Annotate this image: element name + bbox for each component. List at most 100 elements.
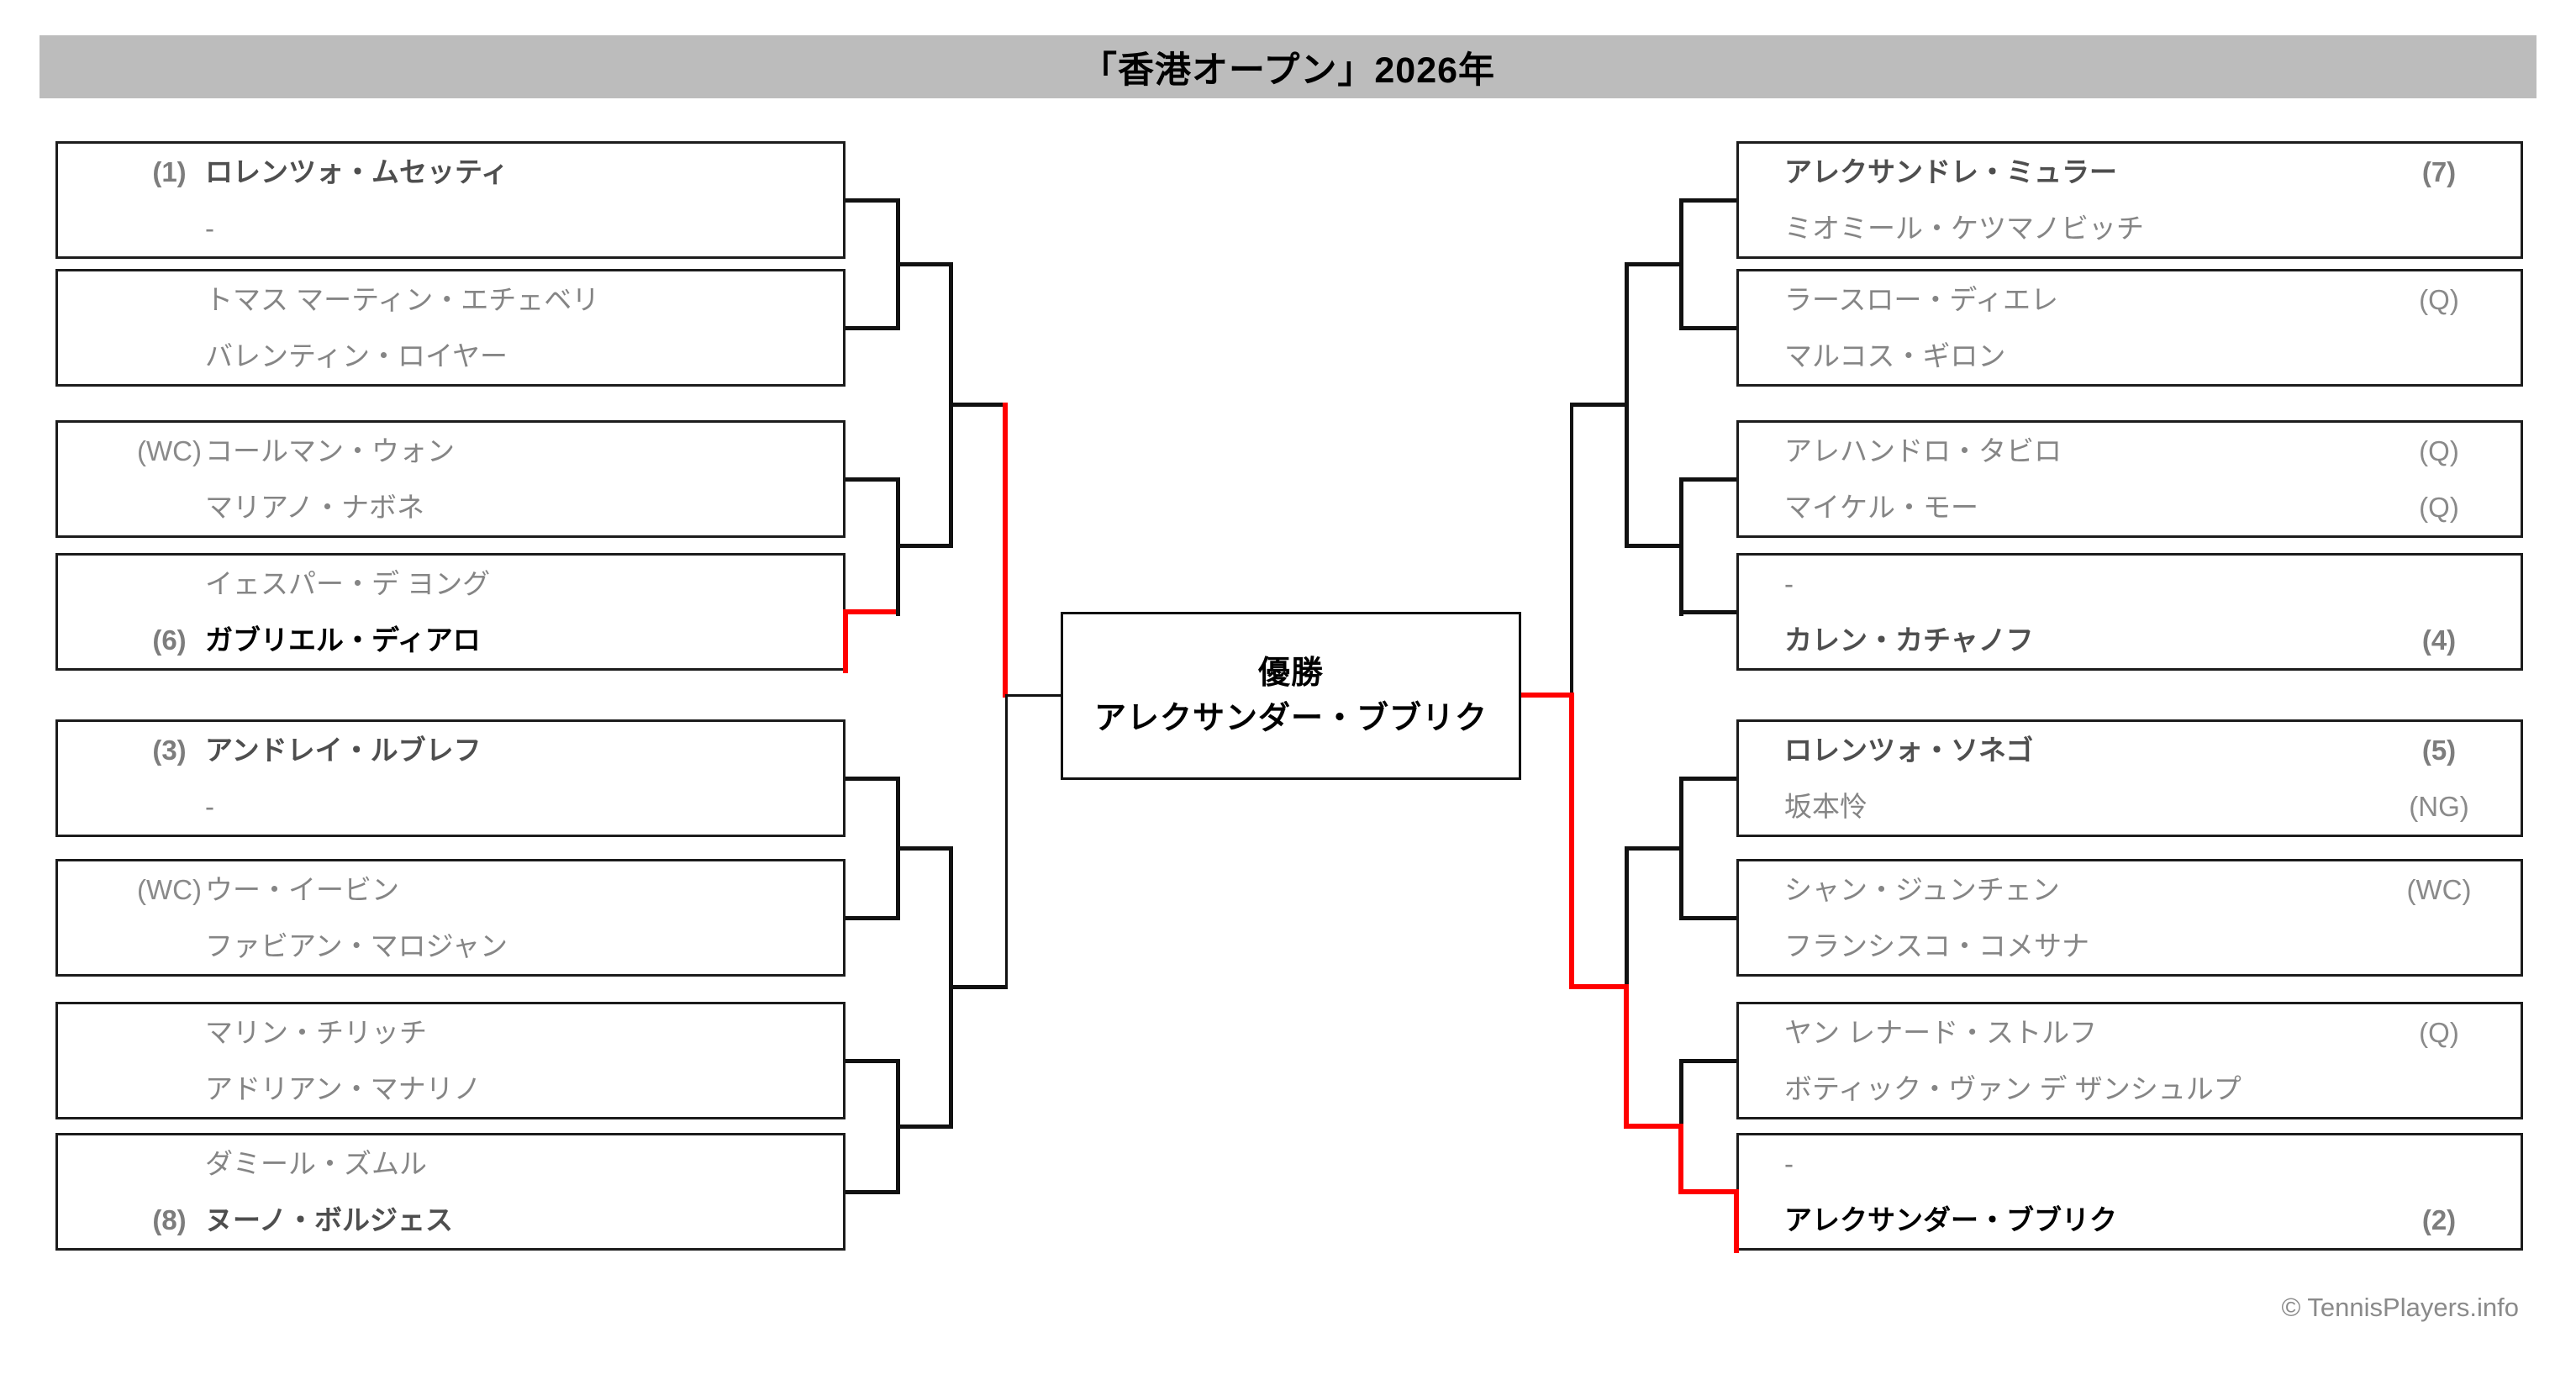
player-seed: (Q): [2419, 284, 2459, 315]
player-row: 坂本怜 (NG): [1739, 778, 2521, 835]
player-name: ヤン レナード・ストルフ: [1784, 1017, 2098, 1048]
player-name: ボティック・ヴァン デ ザンシュルプ: [1784, 1073, 2241, 1104]
player-row: シャン・ジュンチェン (WC): [1739, 861, 2521, 918]
player-row: アレハンドロ・タビロ(Q): [1739, 423, 2521, 479]
player-name: コールマン・ウォン: [205, 435, 455, 466]
bracket-line: [845, 916, 898, 920]
player-name: アレクサンドレ・ミュラー: [1784, 156, 2117, 187]
winner-path-line: [1624, 1124, 1683, 1129]
player-row: カレン・カチャノフ(4): [1739, 612, 2521, 668]
player-name: シャン・ジュンチェン: [1784, 874, 2060, 905]
winner-path-line: [1003, 403, 1008, 698]
player-name: アレクサンダー・ブブリク: [1784, 1204, 2117, 1235]
bracket-line: [1679, 198, 1736, 203]
match-box-left-8: ダミール・ズムル (8)ヌーノ・ボルジェス: [55, 1133, 845, 1251]
player-name: ラースロー・ディエレ: [1784, 284, 2059, 315]
bracket-line: [1625, 846, 1629, 991]
copyright: © TennisPlayers.info: [2281, 1293, 2519, 1322]
bracket-line: [951, 985, 1005, 989]
player-name: -: [205, 791, 214, 822]
player-name: マルコス・ギロン: [1784, 340, 2006, 371]
match-box-right-8: - アレクサンダー・ブブリク (2): [1736, 1133, 2523, 1251]
player-row: -: [1739, 556, 2521, 612]
player-row: マリアノ・ナボネ: [58, 479, 843, 535]
player-row: -: [58, 200, 843, 256]
title-band: 「香港オープン」2026年: [40, 35, 2536, 98]
bracket-line: [1626, 544, 1683, 548]
player-row: (6)ガブリエル・ディアロ: [58, 612, 843, 668]
player-row: イェスパー・デ ヨング: [58, 556, 843, 612]
player-name: マリアノ・ナボネ: [205, 492, 425, 523]
match-box-right-4: - カレン・カチャノフ(4): [1736, 553, 2523, 671]
player-row: バレンティン・ロイヤー: [58, 328, 843, 384]
player-seed: (Q): [2419, 435, 2459, 466]
player-seed: (Q): [2419, 492, 2459, 523]
player-name: マイケル・モー: [1784, 492, 1978, 523]
bracket-line: [898, 846, 951, 851]
player-name: バレンティン・ロイヤー: [205, 340, 508, 371]
player-name: -: [1784, 1148, 1794, 1179]
match-box-right-2: ラースロー・ディエレ (Q) マルコス・ギロン: [1736, 269, 2523, 387]
bracket-line: [1626, 262, 1683, 266]
player-row: ヤン レナード・ストルフ (Q): [1739, 1004, 2521, 1061]
match-box-left-2: トマス マーティン・エチェベリバレンティン・ロイヤー: [55, 269, 845, 387]
match-box-right-3: アレハンドロ・タビロ(Q) マイケル・モー (Q): [1736, 420, 2523, 538]
bracket-line: [1679, 916, 1736, 920]
bracket-line: [898, 544, 951, 548]
player-seed: (4): [2421, 624, 2457, 656]
bracket-line: [1679, 1059, 1683, 1130]
player-row: トマス マーティン・エチェベリ: [58, 271, 843, 328]
winner-path-line: [1569, 693, 1574, 989]
player-name: ファビアン・マロジャン: [205, 930, 508, 961]
player-name: トマス マーティン・エチェベリ: [205, 284, 600, 315]
bracket-line: [1679, 777, 1736, 781]
player-name: 坂本怜: [1784, 791, 1867, 822]
player-row: アレクサンダー・ブブリク (2): [1739, 1192, 2521, 1248]
player-row: (3)アンドレイ・ルブレフ: [58, 722, 843, 778]
player-name: イェスパー・デ ヨング: [205, 568, 491, 599]
player-row: (WC)コールマン・ウォン: [58, 423, 843, 479]
player-row: ロレンツォ・ソネゴ(5): [1739, 722, 2521, 778]
winner-path-line: [845, 609, 898, 614]
player-seed: (7): [2421, 156, 2457, 187]
bracket-line: [1005, 694, 1061, 697]
winner-path-line: [1734, 1189, 1739, 1253]
player-name: -: [1784, 568, 1794, 599]
player-seed: (Q): [2419, 1017, 2459, 1048]
champion-box: 優勝 アレクサンダー・ブブリク: [1061, 612, 1521, 780]
player-name: ミオミール・ケツマノビッチ: [1784, 213, 2145, 244]
match-box-left-7: マリン・チリッチアドリアン・マナリノ: [55, 1002, 845, 1119]
bracket-line: [1570, 403, 1573, 698]
winner-path-line: [1569, 984, 1629, 989]
player-row: ラースロー・ディエレ (Q): [1739, 271, 2521, 328]
player-row: (8)ヌーノ・ボルジェス: [58, 1192, 843, 1248]
player-seed: (WC): [137, 435, 202, 466]
tournament-title: 「香港オープン」2026年: [1080, 50, 1496, 91]
match-box-right-6: シャン・ジュンチェン (WC) フランシスコ・コメサナ: [1736, 859, 2523, 977]
player-name: ロレンツォ・ムセッティ: [205, 156, 509, 187]
player-name: ダミール・ズムル: [205, 1148, 427, 1179]
match-box-left-6: (WC)ウー・イービンファビアン・マロジャン: [55, 859, 845, 977]
winner-path-line: [843, 609, 848, 673]
player-row: ファビアン・マロジャン: [58, 918, 843, 974]
player-name: フランシスコ・コメサナ: [1784, 930, 2089, 961]
player-seed: (WC): [2406, 874, 2472, 905]
match-box-left-5: (3)アンドレイ・ルブレフ -: [55, 719, 845, 837]
match-box-left-4: イェスパー・デ ヨング (6)ガブリエル・ディアロ: [55, 553, 845, 671]
bracket-line: [845, 1190, 898, 1194]
winner-path-line: [1678, 1125, 1683, 1194]
player-name: ウー・イービン: [205, 874, 399, 905]
champion-name: アレクサンダー・ブブリク: [1093, 701, 1488, 736]
player-seed: (NG): [2409, 791, 2469, 822]
player-seed: (5): [2421, 735, 2457, 766]
player-row: ダミール・ズムル: [58, 1135, 843, 1192]
bracket-line: [845, 477, 898, 482]
player-row: マイケル・モー (Q): [1739, 479, 2521, 535]
match-box-right-5: ロレンツォ・ソネゴ(5) 坂本怜 (NG): [1736, 719, 2523, 837]
player-seed: (2): [2421, 1204, 2457, 1235]
bracket-line: [845, 777, 898, 781]
champion-label: 優勝: [1257, 656, 1324, 691]
player-name: マリン・チリッチ: [205, 1017, 427, 1048]
player-row: -: [58, 778, 843, 835]
